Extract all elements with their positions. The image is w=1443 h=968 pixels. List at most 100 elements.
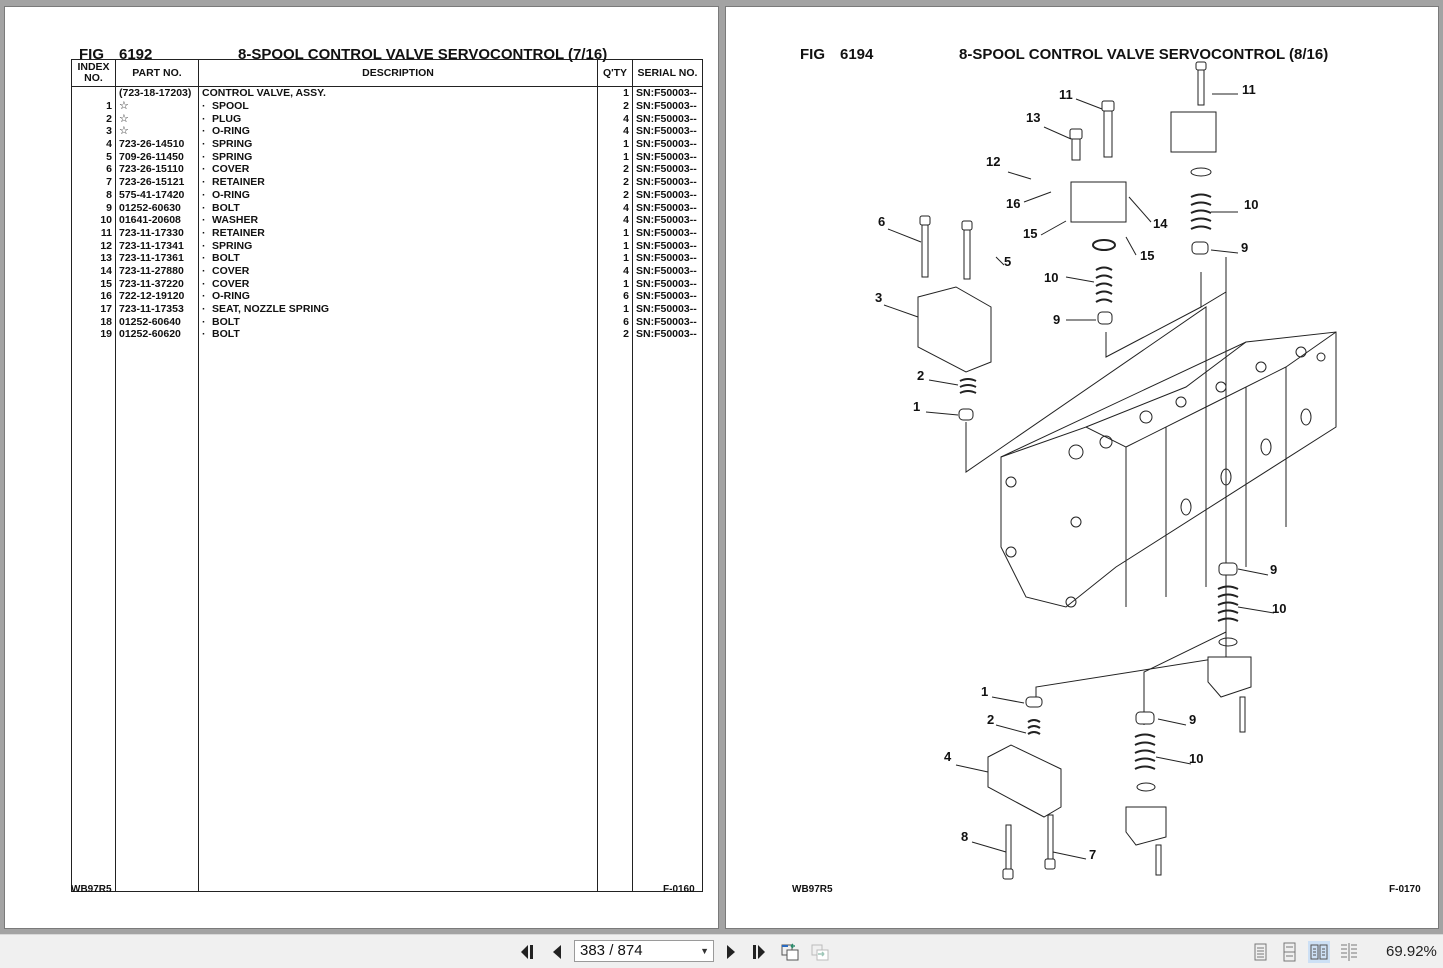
part-no-cell: 723-11-17361: [115, 251, 199, 265]
index-cell-text: 10: [100, 214, 112, 227]
index-cell-text: 5: [106, 150, 112, 163]
facing-view-button[interactable]: [1308, 941, 1330, 963]
part-no-cell: 723-11-17341: [115, 239, 199, 252]
serial-cell: SN:F50003--: [632, 125, 703, 138]
col-index: INDEX NO.: [71, 59, 116, 87]
serial-cell: SN:F50003--: [632, 112, 703, 126]
part-no-cell: 01641-20608: [115, 213, 199, 227]
index-cell-text: 3: [106, 125, 112, 138]
empty-cell: [632, 340, 703, 892]
previous-page-button[interactable]: [546, 941, 568, 963]
serial-cell: SN:F50003--: [632, 201, 703, 214]
indent-dot: ·: [202, 277, 206, 290]
part-no-cell: 723-11-27880: [115, 264, 199, 278]
description-cell: ·O-RING: [198, 125, 598, 138]
fig-label: FIG: [79, 46, 104, 63]
qty-cell-text: 1: [623, 226, 629, 239]
indent-dot: ·: [202, 214, 206, 227]
callout-15: 15: [1023, 226, 1038, 241]
qty-cell-text: 1: [623, 138, 629, 151]
first-page-button[interactable]: [517, 941, 539, 963]
indent-dot: ·: [202, 315, 206, 328]
callout-9: 9: [1270, 562, 1278, 577]
serial-cell-text: SN:F50003--: [636, 201, 697, 214]
next-view-icon: [811, 944, 829, 961]
callout-12: 12: [986, 154, 1001, 169]
part-no-cell-text: 723-26-14510: [119, 138, 185, 151]
callout-4: 4: [944, 749, 952, 764]
serial-cell: SN:F50003--: [632, 315, 703, 329]
serial-cell-text: SN:F50003--: [636, 290, 697, 303]
valve-block: [1000, 331, 1337, 608]
serial-cell-text: SN:F50003--: [636, 112, 697, 125]
part-no-cell: 723-26-15110: [115, 163, 199, 176]
serial-cell-text: SN:F50003--: [636, 138, 697, 151]
next-page-button[interactable]: [720, 941, 742, 963]
index-cell: 12: [71, 239, 116, 252]
index-cell: 7: [71, 175, 116, 189]
part-no-cell: ☆: [115, 99, 199, 113]
part-no-cell-text: ☆: [119, 125, 129, 138]
description-cell: ·SEAT, NOZZLE SPRING: [198, 302, 598, 316]
description-cell: ·BOLT: [198, 201, 598, 214]
indent-dot: ·: [202, 163, 206, 176]
index-cell-text: 18: [100, 315, 112, 328]
empty-cell: [115, 340, 199, 892]
qty-cell-text: 4: [623, 214, 629, 227]
part-no-cell-text: 01252-60640: [119, 315, 181, 328]
part-no-cell-text: ☆: [119, 100, 129, 113]
serial-cell-text: SN:F50003--: [636, 163, 697, 176]
serial-cell-text: SN:F50003--: [636, 214, 697, 227]
part-no-cell-text: 01252-60630: [119, 201, 181, 214]
qty-cell-text: 6: [623, 315, 629, 328]
callout-10: 10: [1044, 270, 1059, 285]
index-cell: 13: [71, 251, 116, 265]
description-cell-text: RETAINER: [212, 176, 265, 189]
serial-cell-text: SN:F50003--: [636, 239, 697, 252]
continuous-view-button[interactable]: [1278, 941, 1300, 963]
navigation-toolbar: 383 / 874 ▼ 69.92%: [0, 934, 1443, 968]
indent-dot: ·: [202, 201, 206, 214]
dropdown-caret-icon[interactable]: ▼: [700, 946, 709, 956]
part-no-cell-text: 722-12-19120: [119, 290, 185, 303]
index-cell: 18: [71, 315, 116, 329]
serial-cell-text: SN:F50003--: [636, 303, 697, 316]
qty-cell: 1: [597, 277, 633, 290]
single-page-view-button[interactable]: [1249, 941, 1271, 963]
description-cell-text: CONTROL VALVE, ASSY.: [202, 87, 326, 100]
callout-7: 7: [1089, 847, 1097, 862]
qty-cell-text: 2: [623, 328, 629, 341]
next-view-button[interactable]: [809, 941, 831, 963]
continuous-facing-view-button[interactable]: [1338, 941, 1360, 963]
description-cell: CONTROL VALVE, ASSY.: [198, 86, 598, 100]
next-page-icon: [727, 945, 735, 959]
callout-10: 10: [1272, 601, 1287, 616]
document-viewer[interactable]: FIG 6192 8-SPOOL CONTROL VALVE SERVOCONT…: [0, 0, 1443, 934]
part-no-cell: 01252-60640: [115, 315, 199, 329]
fig-number: 6192: [119, 46, 153, 63]
index-cell-text: 11: [100, 226, 112, 239]
last-page-button[interactable]: [748, 941, 770, 963]
description-cell: ·O-RING: [198, 290, 598, 303]
zoom-level[interactable]: 69.92%: [1386, 943, 1437, 960]
indent-dot: ·: [202, 328, 206, 341]
serial-cell-text: SN:F50003--: [636, 87, 697, 100]
indent-dot: ·: [202, 303, 206, 316]
index-cell: 10: [71, 213, 116, 227]
qty-cell-text: 1: [623, 252, 629, 265]
page-number-input[interactable]: 383 / 874 ▼: [574, 940, 714, 962]
description-cell-text: SPRING: [212, 239, 253, 252]
part-no-cell-text: 723-11-27880: [119, 264, 184, 277]
description-cell-text: BOLT: [212, 252, 240, 265]
part-no-cell-text: 723-11-17341: [119, 239, 184, 252]
qty-cell-text: 1: [623, 150, 629, 163]
index-cell-text: 6: [106, 163, 112, 176]
callout-11: 11: [1059, 87, 1073, 102]
previous-view-button[interactable]: [779, 941, 801, 963]
qty-cell: 1: [597, 86, 633, 100]
